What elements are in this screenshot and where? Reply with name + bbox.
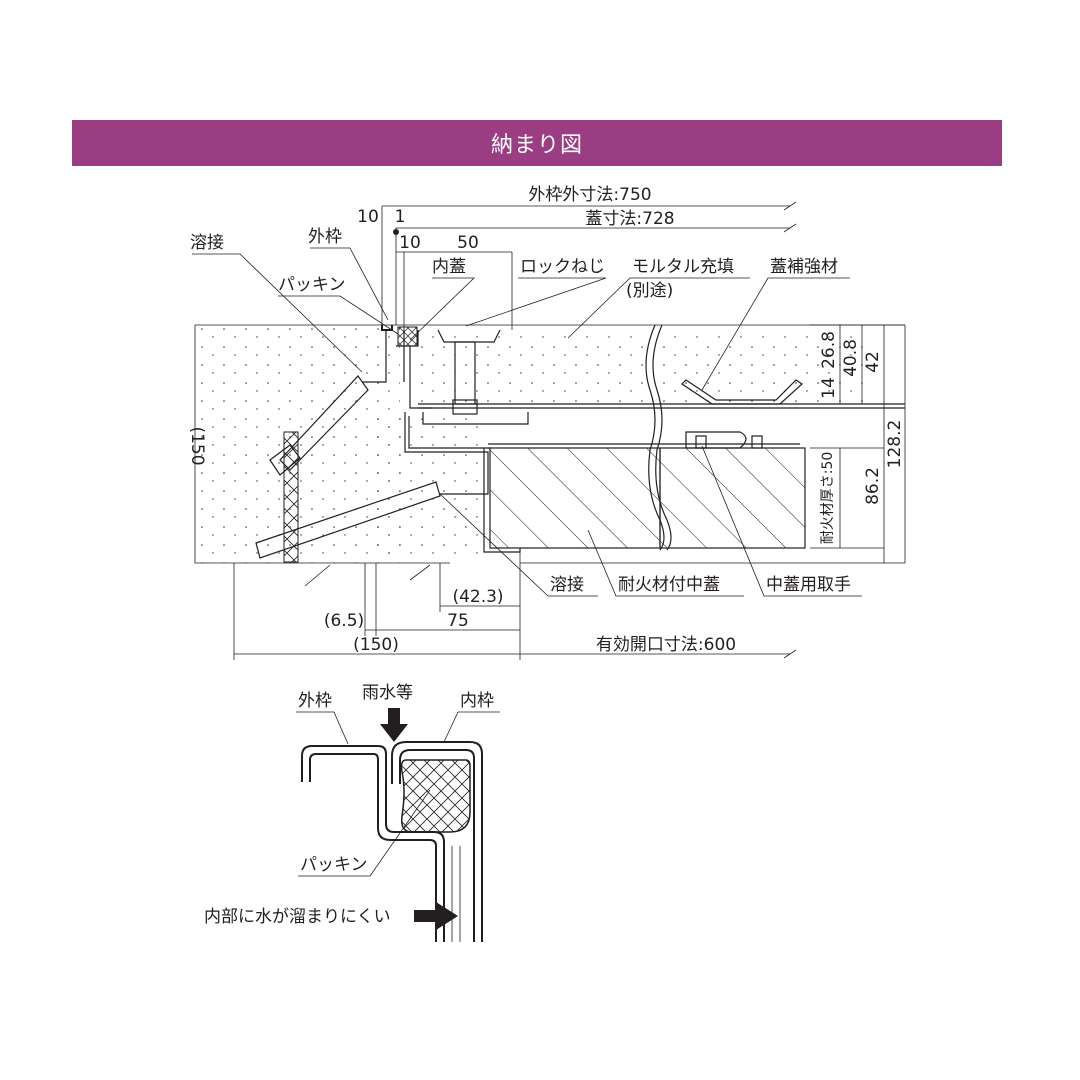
detail-rain-label: 雨水等 [362, 683, 413, 703]
bottom-dimensions: (42.3) (6.5) 75 (150) 有効開口寸法:600 [233, 548, 797, 660]
dim-86-2: 86.2 [863, 467, 883, 505]
detail-water-note: 内部に水が溜まりにくい [204, 907, 391, 927]
label-lock-screw: ロックねじ [520, 257, 605, 277]
label-weld-bottom: 溶接 [550, 575, 584, 595]
dim-26-8: 26.8 [819, 331, 839, 369]
top-dimensions: 外枠外寸法:750 蓋寸法:728 10 1 10 50 [357, 185, 797, 330]
break-line-2 [652, 324, 672, 551]
label-cover-reinforcement: 蓋補強材 [770, 257, 838, 277]
concrete-body [194, 324, 905, 564]
dim-14: 14 [819, 377, 839, 399]
cover-reinforcement [681, 379, 803, 405]
dim-6-5: (6.5) [324, 611, 364, 631]
fire-cover [483, 431, 806, 553]
outer-frame-size: 外枠外寸法:750 [528, 185, 651, 205]
left-dimension: (150 [187, 426, 207, 465]
page-title: 納まり図 [490, 133, 583, 158]
dim-75: 75 [447, 611, 469, 631]
water-arrow-icon [414, 902, 458, 930]
label-inner-cover: 内蓋 [432, 257, 466, 277]
right-dimensions: 26.8 40.8 42 14 128.2 86.2 耐火材厚さ:50 [810, 324, 906, 563]
rain-arrow-icon [380, 708, 408, 742]
fire-thickness: 耐火材厚さ:50 [820, 452, 836, 545]
anchor-bars [255, 375, 441, 587]
dim-10-top: 10 [357, 207, 379, 227]
label-packing: パッキン [278, 275, 346, 295]
packing-detail: 外枠 雨水等 内枠 パッキン 内部に水が溜まりにくい [204, 683, 500, 942]
dim-1-top: 1 [395, 207, 406, 227]
dim-10-inner: 10 [399, 233, 421, 253]
label-mortar-1: モルタル充填 [632, 257, 734, 277]
leaders: 溶接 外枠 パッキン 内蓋 ロックねじ モルタル充填 (別途) 蓋補強材 溶接 … [190, 227, 862, 597]
dim-128-2: 128.2 [885, 420, 905, 469]
label-fire-cover: 耐火材付中蓋 [618, 575, 720, 595]
label-cover-handle: 中蓋用取手 [766, 575, 851, 595]
label-mortar-2: (別途) [626, 281, 673, 301]
dim-150-left: (150 [187, 426, 207, 465]
cover-size: 蓋寸法:728 [585, 209, 674, 229]
effective-opening: 有効開口寸法:600 [596, 635, 736, 655]
dim-150-bottom: (150) [353, 635, 399, 655]
break-line [645, 324, 665, 551]
dim-50: 50 [457, 233, 479, 253]
detail-outer-frame-label: 外枠 [298, 691, 332, 711]
detail-packing-label: パッキン [300, 855, 368, 875]
label-outer-frame: 外枠 [308, 227, 342, 247]
lock-screw [422, 329, 529, 425]
dim-40-8: 40.8 [841, 339, 861, 377]
detail-inner-frame-label: 内枠 [460, 691, 494, 711]
dim-42-3: (42.3) [452, 587, 503, 607]
dim-42: 42 [863, 351, 883, 373]
label-weld-top: 溶接 [190, 233, 224, 253]
title-banner: 納まり図 [72, 120, 1002, 166]
